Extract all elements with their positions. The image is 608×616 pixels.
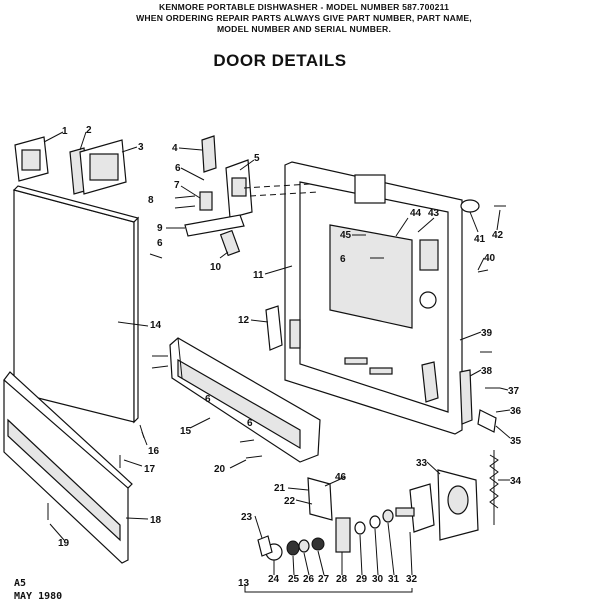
- part-9-lever: [184, 214, 245, 237]
- callout-39: 39: [481, 328, 493, 339]
- callout-22: 22: [284, 496, 296, 507]
- part-35-spring-clip: [477, 409, 497, 433]
- callout-29: 29: [356, 574, 368, 585]
- callout-35: 35: [510, 436, 522, 447]
- part-34-spring-rod: [489, 450, 499, 525]
- header-line-1: KENMORE PORTABLE DISHWASHER - MODEL NUMB…: [158, 2, 450, 12]
- callout-24: 24: [268, 574, 280, 585]
- part-10-switch: [219, 229, 241, 257]
- callout-31: 31: [388, 574, 400, 585]
- callout-38: 38: [481, 366, 493, 377]
- part-11-inner-door-frame: [284, 161, 463, 435]
- part-7-latch-link: [199, 191, 213, 211]
- part-12-hinge-bracket: [265, 305, 301, 351]
- callout-23: 23: [241, 512, 253, 523]
- callout-41: 41: [474, 234, 486, 245]
- part-26-washer: [298, 539, 310, 553]
- callout-13: 13: [238, 578, 250, 589]
- header-line-3: MODEL NUMBER AND SERIAL NUMBER.: [216, 24, 392, 34]
- callout-15: 15: [180, 426, 192, 437]
- callout-40: 40: [484, 253, 496, 264]
- callout-45: 45: [340, 230, 352, 241]
- footer-date: MAY 1980: [14, 591, 63, 602]
- callout-28: 28: [336, 574, 348, 585]
- part-46-hinge: [307, 477, 351, 553]
- callout-1: 1: [62, 126, 68, 137]
- callout-20: 20: [214, 464, 226, 475]
- callout-36: 36: [510, 406, 522, 417]
- header-line-2: WHEN ORDERING REPAIR PARTS ALWAYS GIVE P…: [136, 13, 472, 23]
- diagram-title: DOOR DETAILS: [213, 51, 347, 70]
- callout-42: 42: [492, 230, 504, 241]
- callout-30: 30: [372, 574, 384, 585]
- callout-26: 26: [303, 574, 315, 585]
- callout-5: 5: [254, 153, 260, 164]
- callout-3: 3: [138, 142, 144, 153]
- part-15-lower-bracket: [169, 337, 321, 463]
- callout-7: 7: [174, 180, 180, 191]
- screws: [47, 195, 506, 520]
- part-14-outer-door-panel: [12, 185, 140, 424]
- part-38-hinge-plate: [421, 361, 473, 425]
- part-23-clip: [257, 535, 273, 557]
- callout-46: 46: [335, 472, 347, 483]
- callout-27: 27: [318, 574, 330, 585]
- callout-33: 33: [416, 458, 428, 469]
- part-27-washer: [311, 537, 325, 551]
- callout-16: 16: [148, 446, 160, 457]
- part-29-washer: [354, 521, 366, 535]
- part-30-washer: [369, 515, 381, 529]
- part-33-hinge-bracket: [437, 469, 479, 541]
- callout-32: 32: [406, 574, 418, 585]
- callout-43: 43: [428, 208, 440, 219]
- leader-lines: [43, 131, 511, 593]
- callout-10: 10: [210, 262, 222, 273]
- part-5-latch-assembly: [225, 159, 253, 219]
- callout-6: 6: [175, 163, 181, 174]
- callout-4: 4: [172, 143, 178, 154]
- callout-6-bracket: 6: [205, 394, 211, 405]
- callout-18: 18: [150, 515, 162, 526]
- callout-6-bracket-lower: 6: [247, 418, 253, 429]
- callout-8: 8: [148, 195, 154, 206]
- callout-2: 2: [86, 125, 92, 136]
- callout-34: 34: [510, 476, 522, 487]
- callout-11: 11: [253, 270, 264, 281]
- part-32-hinge-arm: [395, 483, 435, 533]
- callout-19: 19: [58, 538, 70, 549]
- callout-21: 21: [274, 483, 286, 494]
- part-18-door-trim: [3, 371, 133, 564]
- part-31-washer: [382, 509, 394, 523]
- footer-code: A5: [14, 578, 27, 589]
- callout-labels: 1 2 3 4 5 6 7 8 9 6 10 11 12 14 15 16 17…: [58, 125, 522, 589]
- callout-14: 14: [150, 320, 162, 331]
- callout-37: 37: [508, 386, 520, 397]
- callout-44: 44: [410, 208, 422, 219]
- callout-25: 25: [288, 574, 300, 585]
- part-4-latch-cover: [201, 135, 217, 173]
- part-25-washer: [286, 540, 300, 556]
- callout-6-lower: 6: [157, 238, 163, 249]
- callout-9: 9: [157, 223, 163, 234]
- part-1-label-plate: [14, 136, 49, 182]
- part-41-bearing: [460, 199, 480, 213]
- callout-12: 12: [238, 315, 250, 326]
- callout-17: 17: [144, 464, 156, 475]
- callout-6-inner: 6: [340, 254, 346, 265]
- part-3-nameplate: [79, 139, 127, 195]
